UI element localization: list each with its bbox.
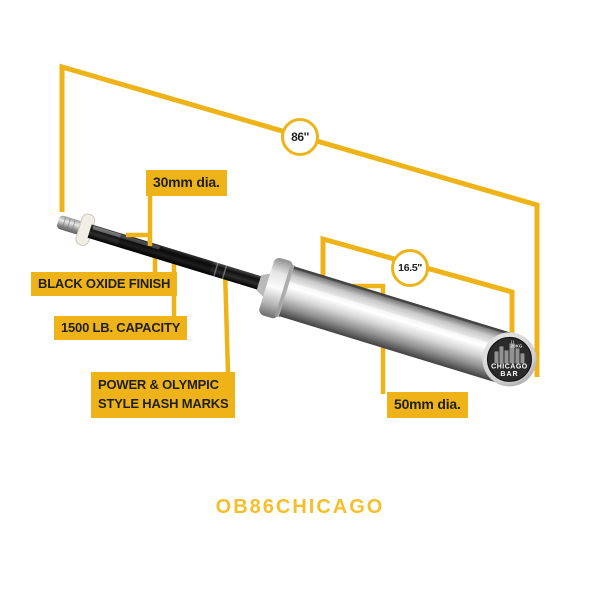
shaft-diameter-pointer xyxy=(126,193,153,246)
finish-label: BLACK OXIDE FINISH xyxy=(31,272,178,297)
bar-shaft xyxy=(87,224,264,291)
capacity-label: 1500 LB. CAPACITY xyxy=(54,316,188,341)
hash-marks-label: POWER & OLYMPIC STYLE HASH MARKS xyxy=(91,372,236,418)
sleeve-sheen xyxy=(287,281,511,356)
sleeve-diameter-pointer-line xyxy=(350,283,386,394)
hash-marks-pointer-line xyxy=(222,269,231,374)
bar-end-stub xyxy=(57,215,83,235)
sleeve-length-badge: 16.5'' xyxy=(391,249,429,287)
end-cap: 20KG CHICAGO BAR xyxy=(482,332,537,387)
end-cap-weight-text: 20KG xyxy=(511,343,523,348)
shaft-hash-marks xyxy=(213,262,228,280)
sleeve-diameter-label: 50mm dia. xyxy=(387,392,468,418)
hash-marks-label-line2: STYLE HASH MARKS xyxy=(98,395,229,411)
barbell: 20KG CHICAGO BAR xyxy=(57,213,537,387)
hash-marks-label-line1: POWER & OLYMPIC xyxy=(98,377,219,392)
end-cap-brand-text-1: CHICAGO xyxy=(491,363,528,370)
shaft-diameter-label: 30mm dia. xyxy=(146,170,227,196)
sleeve-top-edge xyxy=(293,266,516,337)
shaft-highlight xyxy=(92,226,160,250)
sleeve-flange xyxy=(259,257,293,319)
flange-ring xyxy=(274,264,296,318)
overall-length-badge: 86'' xyxy=(281,118,319,156)
model-name: OB86CHICAGO xyxy=(215,496,385,518)
end-cap-face xyxy=(486,336,532,382)
stub-threads xyxy=(61,217,76,232)
skyline-icon xyxy=(494,340,525,364)
end-cap-brand-text-2: BAR xyxy=(500,371,518,378)
shaft-knurl-band xyxy=(117,233,214,275)
sleeve xyxy=(279,266,516,384)
